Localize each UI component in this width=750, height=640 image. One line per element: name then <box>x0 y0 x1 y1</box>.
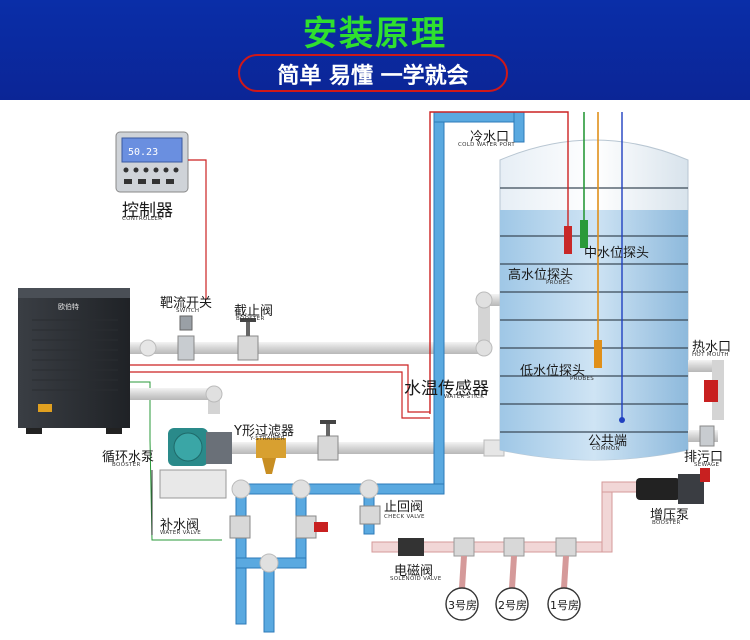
flow-switch-label-en: SWITCH <box>176 308 200 314</box>
stop-valve <box>237 318 259 361</box>
low-probe-label: 低水位探头 <box>520 364 586 379</box>
hot-outlet-label-en: HOT MOUTH <box>692 352 729 358</box>
y-strainer <box>256 438 286 474</box>
stop-valve-label: 截止阀 <box>234 304 274 319</box>
solenoid-valve-label-en: SOLENOID VALVE <box>390 576 442 582</box>
hot-outlet-label: 热水口 <box>692 340 732 355</box>
drain-label: 排污口 <box>684 450 724 465</box>
room-2-label: 2号房 <box>498 599 527 612</box>
return-valve <box>317 420 339 461</box>
return-pipe <box>130 385 505 457</box>
booster-pump-label: 增压泵 <box>650 508 690 523</box>
check-valve-label-en: CHECK VALVE <box>384 514 425 520</box>
circulation-pump <box>159 428 232 499</box>
distribution-pipe <box>371 481 643 589</box>
controller-label: 控制器 <box>122 201 173 221</box>
stop-valve-label-en: BOOSTER <box>236 316 265 322</box>
flow-switch-label: 靶流开关 <box>160 296 213 311</box>
check-valve-label: 止回阀 <box>384 500 424 515</box>
controller-device: 50.23 <box>115 131 189 193</box>
page-title: 安装原理 <box>303 14 447 54</box>
unit-brand: 欧伯特 <box>58 302 79 311</box>
y-strainer-label-en: Y-STRAINER <box>250 436 285 442</box>
circ-pump-label-en: BOOSTER <box>112 462 141 468</box>
circ-pump-label: 循环水泵 <box>102 450 155 465</box>
subtitle-pill <box>238 54 508 92</box>
makeup-valve <box>229 515 328 539</box>
controller-display: 50.23 <box>128 147 158 158</box>
room-outlets <box>445 587 581 621</box>
page-subtitle: 简单 易懂 一学就会 <box>277 64 469 89</box>
y-strainer-label: Y形过滤器 <box>234 424 294 439</box>
flow-switch <box>177 315 195 361</box>
installation-diagram: 50.23 欧伯特 <box>18 111 724 633</box>
drain-label-en: SEWAGE <box>694 462 720 468</box>
room-3-label: 3号房 <box>448 599 477 612</box>
temp-sensor-label: 水温传感器 <box>404 379 489 399</box>
heat-pump-unit: 欧伯特 <box>18 288 130 434</box>
check-valve <box>359 505 381 525</box>
high-probe-label-en: PROBES <box>546 280 571 286</box>
makeup-valve-label: 补水阀 <box>160 518 200 533</box>
booster-pump <box>636 468 710 504</box>
solenoid-valve-label: 电磁阀 <box>394 564 434 579</box>
makeup-valve-label-en: WATER VALVE <box>160 530 202 536</box>
low-probe-label-en: PROBES <box>570 376 595 382</box>
common-label: 公共端 <box>588 434 628 449</box>
high-probe-label: 高水位探头 <box>508 268 574 283</box>
hot-supply-pipe <box>130 291 508 357</box>
header-banner <box>0 0 750 100</box>
common-label-en: COMMON <box>592 446 620 452</box>
booster-pump-label-en: BOOSTER <box>652 520 681 526</box>
water-tank <box>499 139 689 461</box>
controller-label-en: CONTROLLER <box>122 216 163 222</box>
cold-inlet-label: 冷水口 <box>470 130 510 145</box>
hot-outlet-pipe <box>688 360 724 447</box>
mid-probe-label: 中水位探头 <box>584 246 650 261</box>
cold-inlet-label-en: COLD WATER PORT <box>458 142 516 148</box>
room-1-label: 1号房 <box>550 599 579 612</box>
temp-sensor-label-en: WATER STICK <box>444 394 485 400</box>
